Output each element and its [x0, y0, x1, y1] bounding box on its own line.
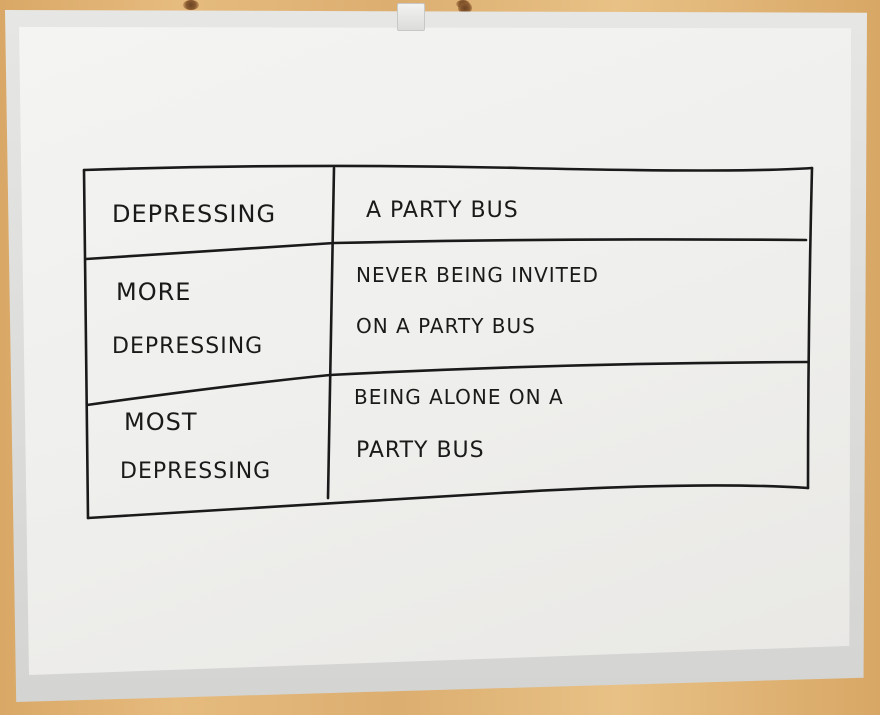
row-3-value-line-2: PARTY BUS — [356, 438, 485, 463]
row-3-label-line-1: MOST — [124, 408, 198, 436]
row-2-value-line-2: ON A PARTY BUS — [356, 314, 536, 338]
row-2-label-line-2: DEPRESSING — [112, 334, 263, 359]
whiteboard-clip — [397, 3, 425, 31]
row-2-label-line-1: MORE — [116, 278, 191, 306]
table-lines — [82, 164, 814, 520]
row-1-value: A PARTY BUS — [366, 198, 519, 223]
whiteboard-surface — [19, 27, 851, 675]
row-3-value-line-1: BEING ALONE ON A — [354, 385, 564, 409]
row-2-value-line-1: NEVER BEING INVITED — [356, 263, 599, 287]
row-3-label-line-2: DEPRESSING — [120, 459, 271, 484]
wood-knot — [458, 2, 472, 14]
row-1-label: DEPRESSING — [112, 200, 276, 228]
wood-knot — [183, 0, 199, 10]
